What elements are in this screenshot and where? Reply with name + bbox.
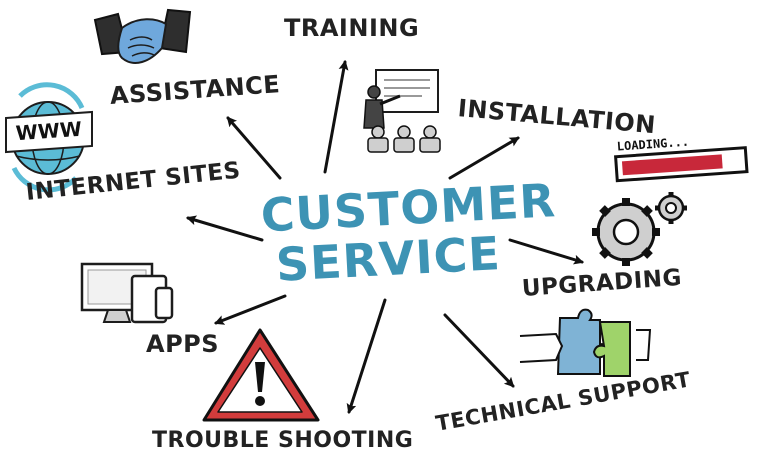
www-globe-icon (5, 82, 93, 193)
label-trouble-shooting: TROUBLE SHOOTING (152, 428, 414, 453)
presentation-icon (363, 69, 441, 153)
arrow-to-internet-sites (186, 215, 264, 242)
loading-text: LOADING... (616, 135, 689, 154)
warning-triangle-icon (202, 328, 320, 422)
arrow-to-installation (448, 136, 520, 180)
loading-bar-icon: LOADING... (614, 135, 749, 183)
handshake-icon (93, 8, 192, 64)
arrow-to-training (323, 60, 349, 174)
devices-icon (80, 262, 174, 324)
puzzle-hands-icon (519, 308, 652, 377)
arrow-to-assistance (226, 116, 282, 180)
arrow-to-upgrading (508, 238, 584, 265)
label-training: TRAINING (284, 14, 420, 42)
arrow-to-technical-support (443, 313, 515, 388)
arrow-to-apps (214, 294, 287, 325)
center-title-line2: SERVICE (274, 226, 503, 292)
www-text: WWW (15, 117, 83, 146)
label-apps: APPS (146, 330, 220, 358)
gears-icon (592, 192, 687, 266)
arrow-to-trouble-shooting (346, 298, 387, 414)
center-title: CUSTOMER SERVICE (259, 173, 557, 292)
